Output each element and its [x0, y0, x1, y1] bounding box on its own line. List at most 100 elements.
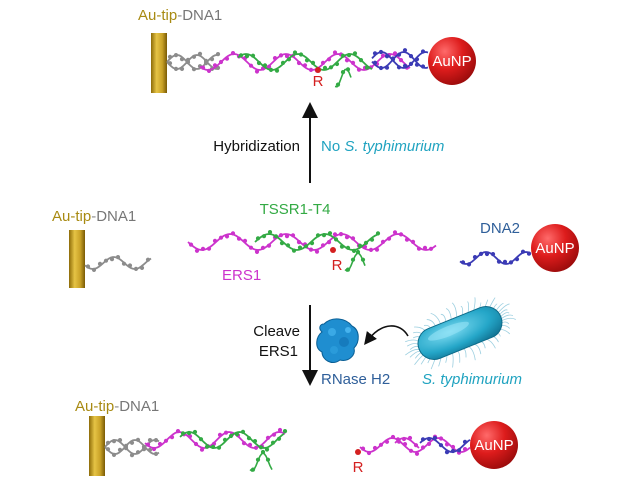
flagellum	[468, 346, 476, 361]
nucleotide-bead	[462, 447, 468, 452]
nucleotide-bead	[264, 447, 270, 452]
nucleotide-bead	[185, 60, 191, 65]
nucleotide-bead	[401, 436, 407, 442]
nucleotide-bead	[315, 233, 321, 238]
flagellum	[500, 312, 510, 317]
nucleotide-bead	[216, 445, 222, 450]
nucleotide-bead	[368, 247, 374, 252]
nucleotide-bead	[105, 447, 111, 452]
hybridized-duplex	[166, 48, 429, 88]
nucleotide-bead	[191, 54, 197, 59]
nucleotide-bead	[328, 65, 334, 70]
nucleotide-bead	[217, 432, 223, 437]
nucleotide-bead	[129, 440, 135, 445]
nucleotide-bead	[197, 51, 203, 56]
nucleotide-bead	[345, 67, 351, 72]
rna-base-label: R	[332, 257, 343, 274]
flagellum	[430, 312, 442, 325]
hybridization-label: Hybridization	[213, 138, 300, 155]
nucleotide-bead	[173, 66, 179, 71]
nucleotide-bead	[450, 448, 456, 454]
nucleotide-bead	[414, 451, 420, 456]
nucleotide-bead	[224, 56, 230, 61]
dna2-strand	[459, 249, 532, 267]
nucleotide-bead	[133, 266, 139, 271]
nucleotide-bead	[340, 53, 346, 58]
nucleotide-bead	[204, 444, 210, 449]
cleaved-fragment	[355, 434, 471, 456]
nucleotide-bead	[145, 442, 151, 447]
au-tip-icon	[89, 416, 105, 476]
gold-nanoparticle-icon	[470, 421, 518, 469]
nucleotide-bead	[277, 427, 283, 433]
nucleotide-bead	[241, 441, 247, 446]
nucleotide-bead	[380, 239, 386, 244]
nucleotide-bead	[321, 233, 327, 238]
nucleotide-bead	[357, 243, 363, 248]
nucleotide-bead	[117, 438, 123, 443]
flagellum	[460, 305, 464, 316]
nucleotide-bead	[332, 232, 338, 237]
nucleotide-bead	[157, 441, 163, 447]
flagellum	[501, 314, 514, 320]
species-label: S. typhimurium	[422, 371, 522, 388]
nucleotide-bead	[355, 249, 361, 255]
nucleotide-bead	[420, 49, 426, 54]
top-panel: Au-tip-DNA1 AuNP R	[138, 7, 476, 93]
nucleotide-bead	[222, 437, 228, 442]
nucleotide-bead	[135, 450, 141, 455]
nucleotide-bead	[254, 69, 260, 74]
nucleotide-bead	[416, 246, 422, 251]
nucleotide-bead	[212, 238, 218, 243]
nucleotide-bead	[345, 267, 351, 272]
nucleotide-bead	[390, 434, 396, 440]
gold-nanoparticle-icon	[531, 224, 579, 272]
nucleotide-bead	[280, 60, 286, 65]
nucleotide-bead	[502, 259, 508, 264]
rna-base-dot	[315, 67, 321, 73]
nucleotide-bead	[363, 240, 369, 245]
nucleotide-bead	[135, 437, 141, 442]
nucleotide-bead	[298, 52, 304, 57]
bot-tip-label: Au-tip-DNA1	[75, 398, 159, 415]
cleave-label-line2: ERS1	[259, 343, 298, 360]
flagellum	[463, 348, 467, 358]
nucleotide-bead	[402, 63, 408, 68]
nucleotide-bead	[246, 436, 252, 441]
nucleotide-bead	[266, 243, 272, 248]
gold-nanoparticle-icon	[428, 37, 476, 85]
au-tip-icon	[69, 230, 85, 288]
strand-backbone	[459, 251, 531, 265]
nucleotide-bead	[206, 68, 212, 73]
nucleotide-bead	[426, 436, 432, 442]
nucleotide-bead	[332, 50, 338, 55]
bacterium-icon	[405, 297, 517, 370]
nucleotide-bead	[456, 448, 462, 453]
nucleotide-bead	[268, 67, 274, 72]
nucleotide-bead	[420, 437, 426, 442]
nucleotide-bead	[378, 49, 384, 55]
top-tip-label: Au-tip-DNA1	[138, 7, 222, 24]
nucleotide-bead	[428, 246, 434, 251]
nucleotide-bead	[508, 260, 514, 265]
nucleotide-bead	[356, 67, 362, 72]
nucleotide-bead	[339, 244, 345, 249]
nucleotide-bead	[255, 457, 261, 462]
nucleotide-bead	[255, 236, 261, 241]
nucleotide-bead	[378, 442, 384, 447]
nucleotide-bead	[364, 65, 370, 70]
nucleotide-bead	[209, 57, 215, 62]
nucleotide-bead	[234, 432, 240, 437]
nucleotide-bead	[224, 234, 230, 239]
nucleotide-bead	[402, 48, 408, 53]
nucleotide-bead	[212, 63, 218, 68]
nucleotide-bead	[478, 251, 484, 256]
nucleotide-bead	[322, 65, 328, 70]
rna-base-dot	[330, 247, 336, 253]
nucleotide-bead	[223, 430, 229, 435]
nucleotide-bead	[242, 238, 248, 243]
nucleotide-bead	[117, 447, 123, 452]
flagellum	[445, 308, 452, 320]
nucleotide-bead	[350, 236, 356, 241]
rnase-h2-protein-icon	[316, 318, 359, 363]
